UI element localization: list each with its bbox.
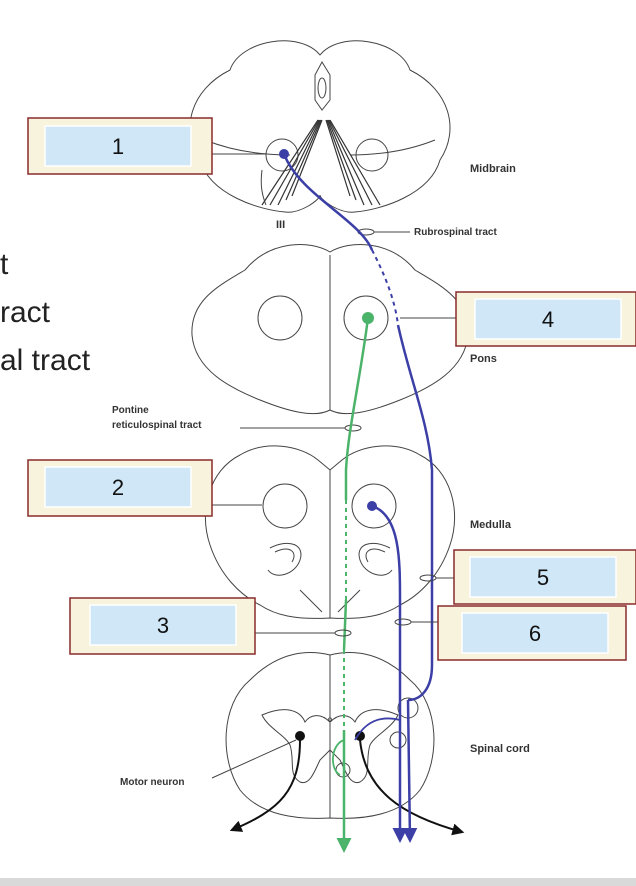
tract-marker-5 [419,574,437,582]
medullary-reticulospinal-branch [354,717,401,741]
medulla-section [204,445,456,619]
answer-box-4[interactable]: 4 [455,291,636,347]
answer-box-6[interactable]: 6 [437,605,627,661]
rubrospinal-label: Rubrospinal tract [414,227,497,238]
medulla-label: Medulla [470,519,512,531]
rubrospinal-tract-lower [396,324,434,702]
red-nucleus-left [265,138,299,172]
pontine-reticulospinal-upper [344,317,370,500]
answer-box-5[interactable]: 5 [453,549,636,605]
answer-box-3[interactable]: 3 [69,597,256,655]
motor-axon-right [359,739,465,836]
rubrospinal-tract-terminal [402,699,418,843]
midbrain-section [189,40,451,213]
answer-box-1-label: 1 [112,134,124,159]
answer-box-2[interactable]: 2 [27,459,213,517]
red-nucleus-right [355,138,389,172]
answer-box-3-label: 3 [157,613,169,638]
motor-neuron-leader [211,739,297,779]
midbrain-label: Midbrain [470,163,516,175]
tract-marker-3 [334,629,352,637]
box-leaders [212,153,456,634]
answer-box-2-label: 2 [112,475,124,500]
side-text-line-2: ract [0,296,51,329]
central-canal-mark: o [328,715,333,724]
pontine-reticulospinal-branch [332,739,345,776]
pontine-label-line2: reticulospinal tract [112,420,202,431]
answer-box-4-label: 4 [542,307,554,332]
pontine-marker [344,424,362,432]
tract-marker-6 [394,618,412,626]
pontine-reticulospinal-mid [342,599,348,651]
side-text-line-1: t [0,248,9,281]
pontine-nucleus-left [257,295,303,341]
bottom-edge-bar [0,878,636,886]
spinal-cord-label: Spinal cord [470,743,530,755]
answer-box-5-label: 5 [537,565,549,590]
rubrospinal-tract-upper [282,153,374,251]
pons-section [191,244,469,415]
medullary-reticulospinal-tract [371,504,402,720]
medullary-nucleus-right [351,483,397,529]
answer-box-1[interactable]: 1 [27,117,213,175]
spinal-cord-section [225,652,435,819]
ventral-column-circle-right [389,731,407,749]
motor-neuron-label: Motor neuron [120,777,184,788]
pontine-label-line1: Pontine [112,405,149,416]
motor-neuron-left [295,731,305,741]
nerve-iii-label: III [276,219,285,231]
rubrospinal-tract-pons-dashed [371,249,399,326]
motor-neuron-right [355,731,365,741]
side-text-line-3: al tract [0,344,91,377]
answer-box-6-label: 6 [529,621,541,646]
motor-axon-left [229,739,301,832]
medullary-nucleus-left [262,483,308,529]
pons-label: Pons [470,353,497,365]
